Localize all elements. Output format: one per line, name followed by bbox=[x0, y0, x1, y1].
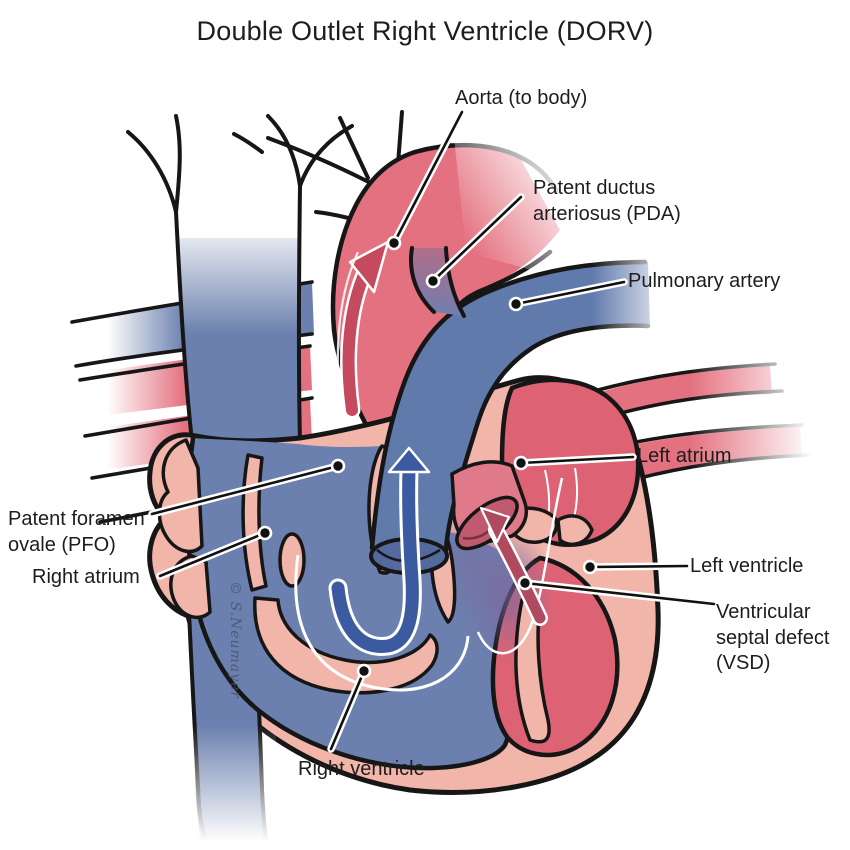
label-pda: Patent ductus arteriosus (PDA) bbox=[533, 177, 681, 225]
label-right-ventricle: Right ventricle bbox=[298, 758, 425, 780]
label-right-atrium: Right atrium bbox=[32, 566, 140, 588]
label-left-ventricle: Left ventricle bbox=[690, 555, 804, 577]
label-aorta: Aorta (to body) bbox=[455, 87, 588, 109]
label-vsd: Ventricular septal defect (VSD) bbox=[716, 601, 830, 675]
label-left-atrium: Left atrium bbox=[637, 445, 732, 467]
flow-lines bbox=[294, 477, 564, 692]
label-pfo: Patent foramen ovale (PFO) bbox=[8, 508, 145, 556]
superior-vena-cava bbox=[158, 150, 318, 453]
label-pulmonary-artery: Pulmonary artery bbox=[628, 270, 781, 292]
aortic-valve bbox=[450, 460, 548, 626]
leader-lines bbox=[148, 108, 718, 753]
diagram-title: Double Outlet Right Ventricle (DORV) bbox=[196, 16, 654, 46]
artist-signature: © S.Neumayer bbox=[227, 581, 243, 700]
